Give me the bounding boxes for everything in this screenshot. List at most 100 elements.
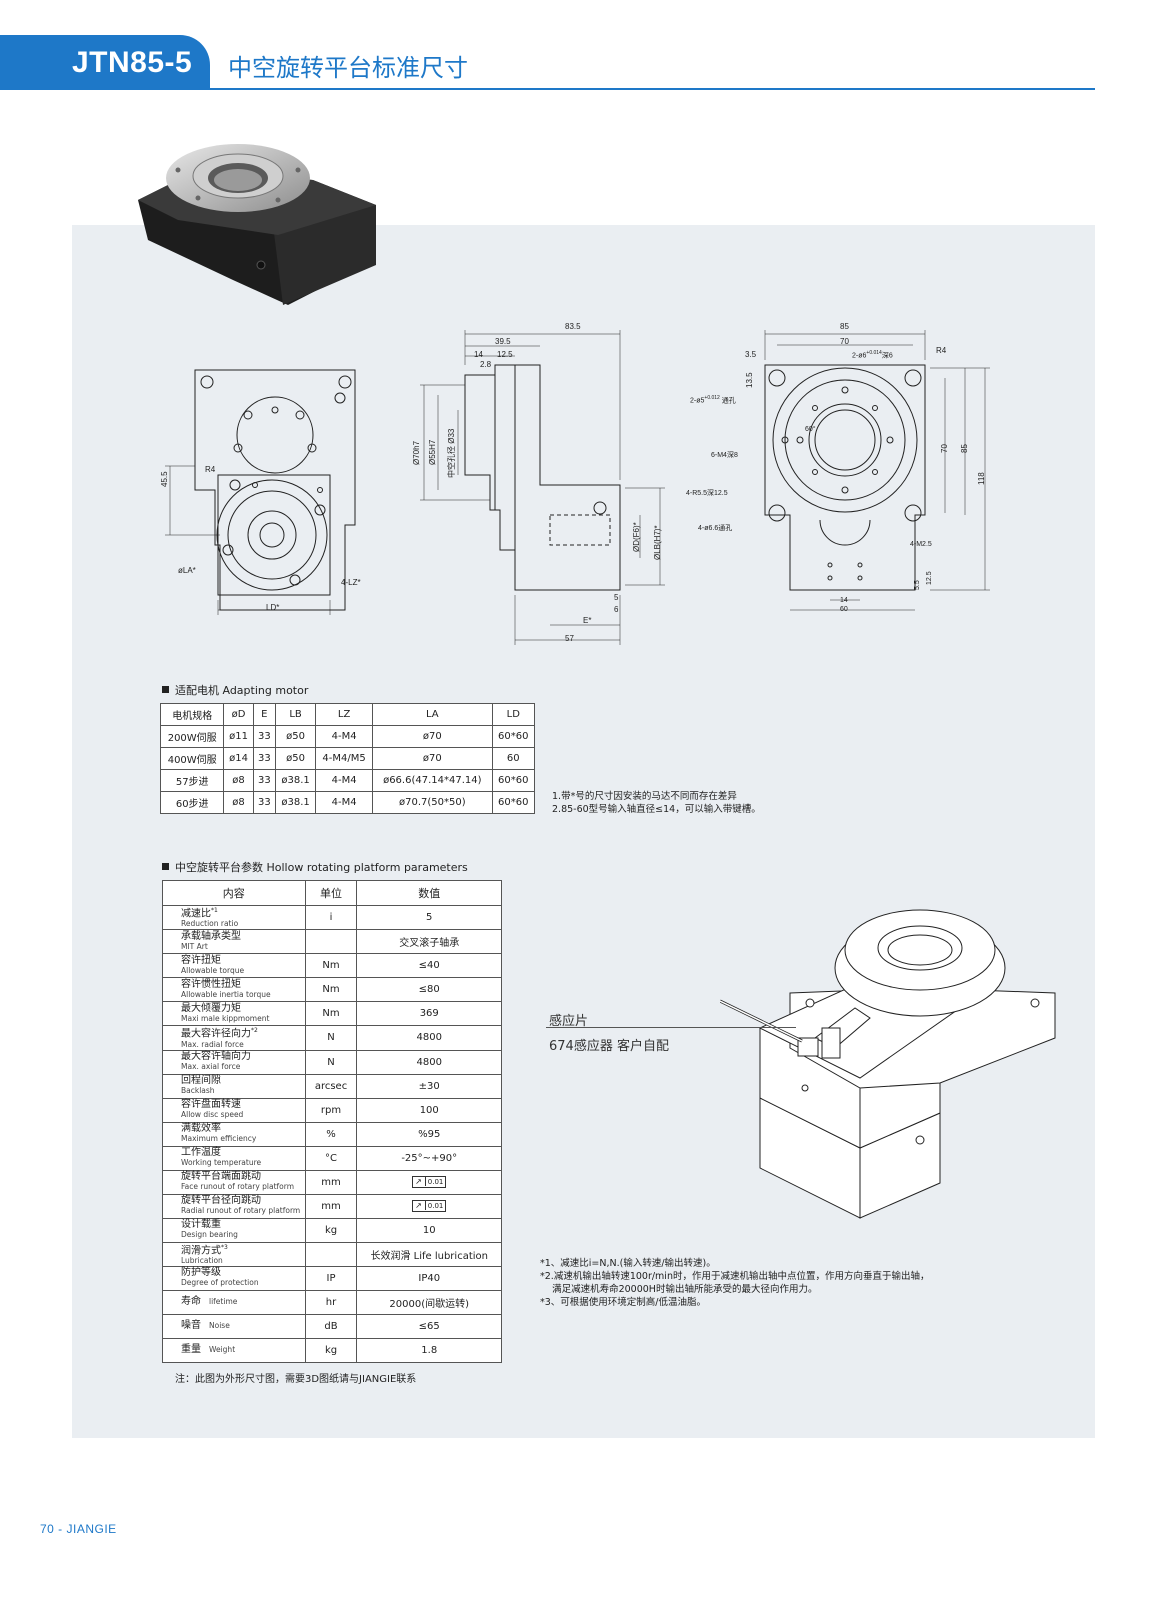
dim-m2-5: 4-M2.5 xyxy=(910,541,932,548)
param-unit xyxy=(304,1241,358,1267)
param-value: -25°~+90° xyxy=(356,1145,502,1171)
dim-r4-front: R4 xyxy=(205,465,216,474)
dim-14-top: 14 xyxy=(840,597,848,604)
column-header: 数值 xyxy=(356,880,502,906)
product-photo xyxy=(138,144,376,305)
dim-70-top: 70 xyxy=(840,337,849,346)
param-name-en: lifetime xyxy=(209,1297,238,1307)
param-unit: mm xyxy=(304,1193,358,1219)
dim-12-5-side: 12.5 xyxy=(497,350,513,359)
table-header-row: 内容单位数值 xyxy=(162,880,502,906)
top-view-drawing xyxy=(764,330,990,611)
dim-118: 118 xyxy=(977,472,986,485)
param-footnote-ref: *1 xyxy=(211,907,218,914)
sensor-label: 感应片 xyxy=(549,1014,589,1029)
side-view-drawing xyxy=(420,330,665,645)
param-unit: Nm xyxy=(304,1001,358,1027)
dim-phid: ØD(F6)* xyxy=(632,522,641,552)
dim-85-vert: 85 xyxy=(960,444,969,453)
dim-r4-top: R4 xyxy=(936,346,947,355)
param-name-cn: 减速比 xyxy=(181,908,211,920)
param-unit: % xyxy=(304,1121,358,1147)
param-value: 5 xyxy=(356,904,502,931)
param-value: ↗0.01 xyxy=(356,1193,502,1219)
table-cell: ø66.6(47.14*47.14) xyxy=(372,769,493,792)
dim-phi33: 中空孔径 Ø33 xyxy=(447,428,456,478)
param-unit: hr xyxy=(304,1289,358,1315)
dim-39-5: 39.5 xyxy=(495,337,511,346)
param-unit: N xyxy=(304,1025,358,1051)
footnote: *3、可根据使用环境定制高/低温油脂。 xyxy=(540,1297,706,1308)
param-name-cn: 容许扭矩 xyxy=(181,954,221,966)
runout-symbol: ↗0.01 xyxy=(412,1176,447,1189)
table-cell: 33 xyxy=(252,747,277,770)
param-value: 1.8 xyxy=(356,1337,502,1363)
dim-phi55: Ø55H7 xyxy=(428,439,437,465)
runout-value: 0.01 xyxy=(427,1202,444,1211)
table-cell: 33 xyxy=(252,725,277,748)
param-name-cn: 最大容许径向力 xyxy=(181,1028,251,1040)
param-name-en: Noise xyxy=(209,1321,230,1331)
model-badge: JTN85-5 xyxy=(0,35,210,90)
param-name-en: MIT Art xyxy=(181,941,208,951)
dim-85-top: 85 xyxy=(840,322,849,331)
table-cell: ø70.7(50*50) xyxy=(372,791,493,814)
param-unit: kg xyxy=(304,1217,358,1243)
param-name-en: Face runout of rotary platform xyxy=(181,1182,295,1192)
param-unit: Nm xyxy=(304,977,358,1003)
table-cell: ø11 xyxy=(223,725,254,748)
table-cell: ø38.1 xyxy=(275,791,317,814)
table-cell: ø8 xyxy=(223,791,254,814)
param-unit: °C xyxy=(304,1145,358,1171)
table-cell: 60 xyxy=(491,747,536,770)
param-name-en: Maxi male kippmoment xyxy=(181,1013,270,1023)
dim-45-5: 45.5 xyxy=(160,471,169,487)
dim-5-side: 5 xyxy=(614,593,619,602)
footnote: *1、减速比i=N,N.(输入转速/输出转速)。 xyxy=(540,1258,716,1269)
dim-2-8: 2.8 xyxy=(480,360,492,369)
param-name-cn: 旋转平台端面跳动 xyxy=(181,1171,261,1183)
param-value: ≤65 xyxy=(356,1313,502,1339)
param-footnotes: *1、减速比i=N,N.(输入转速/输出转速)。 *2.减速机输出轴转速100r… xyxy=(540,1257,929,1309)
param-name-cn: 回程间隙 xyxy=(181,1075,221,1087)
dim-pin: 2-ø6+0.014深6 xyxy=(852,350,893,360)
table-cell: ø14 xyxy=(223,747,254,770)
table-cell: 4-M4 xyxy=(315,791,374,814)
param-name-cn: 满载效率 xyxy=(181,1123,221,1135)
param-unit: i xyxy=(304,904,358,931)
motor-section-title: 适配电机 Adapting motor xyxy=(162,682,308,698)
table-cell: 33 xyxy=(252,769,277,792)
dim-ref-hole: 2-ø5+0.012 通孔 xyxy=(690,395,736,405)
param-unit: IP xyxy=(304,1265,358,1291)
table-cell: ø38.1 xyxy=(275,769,317,792)
param-name-cn: 最大容许轴向力 xyxy=(181,1051,251,1063)
column-header: E xyxy=(252,703,277,726)
param-value: 长效润滑 Life lubrication xyxy=(356,1241,502,1267)
dim-3-5: 3.5 xyxy=(745,350,757,359)
table-cell: ø70 xyxy=(372,747,493,770)
param-name-en: Allowable inertia torque xyxy=(181,989,271,999)
dim-phi70: Ø70h7 xyxy=(412,440,421,465)
param-value: %95 xyxy=(356,1121,502,1147)
table-cell: 60*60 xyxy=(491,725,536,748)
dim-la: øLA* xyxy=(178,566,196,575)
